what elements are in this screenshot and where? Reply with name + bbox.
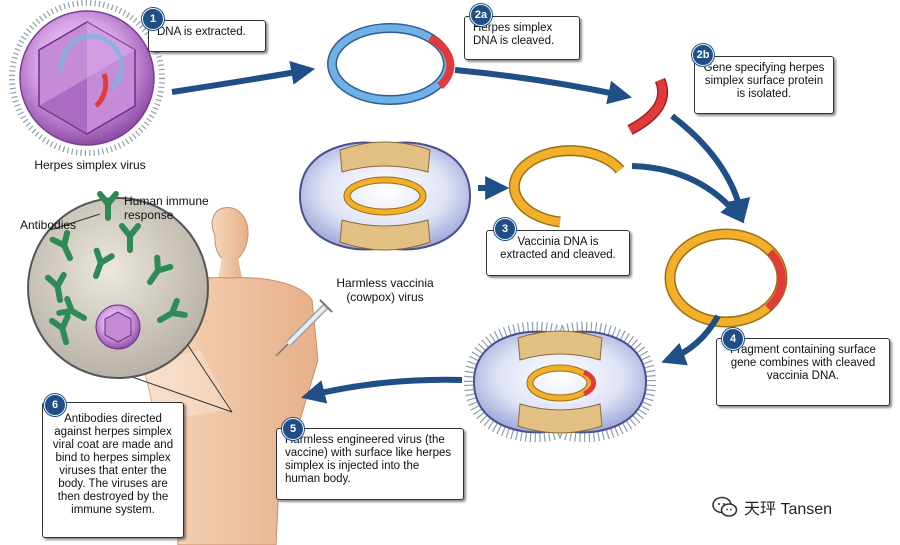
step-1-text: DNA is extracted. xyxy=(157,26,246,38)
antibody-icon xyxy=(97,191,119,221)
arrow-2a-to-2b xyxy=(454,67,633,105)
callout-step-6: Antibodies directed against herpes simpl… xyxy=(42,402,184,538)
watermark-text: 天玶 Tansen xyxy=(744,501,833,518)
antibody-icon xyxy=(44,271,67,303)
watermark: 天玶 Tansen xyxy=(712,494,892,520)
step-1-badge: 1 xyxy=(142,8,164,30)
label-herpes-virus: Herpes simplex virus xyxy=(34,158,146,172)
step-2a-text: Herpes simplex DNA is cleaved. xyxy=(473,22,555,47)
callout-step-4: Fragment containing surface gene combine… xyxy=(716,338,890,406)
arrow-4-to-vaccine xyxy=(661,314,721,366)
step-4-text: Fragment containing surface gene combine… xyxy=(730,344,876,382)
arrow-vaccine-to-human xyxy=(301,376,463,404)
antibody-icon xyxy=(49,229,73,261)
arrow-1-to-2a xyxy=(171,61,316,95)
step-2b-text: Gene specifying herpes simplex surface p… xyxy=(703,62,825,100)
label-vaccinia-virus: Harmless vaccinia (cowpox) virus xyxy=(336,276,434,304)
antibodies-group xyxy=(44,191,188,345)
step-3-text: Vaccinia DNA is extracted and cleaved. xyxy=(500,236,616,261)
engineered-vaccine-virus xyxy=(463,321,657,443)
vaccinia-virus xyxy=(298,141,472,251)
flow-arrows xyxy=(171,61,751,404)
syringe xyxy=(275,299,333,357)
callout-step-1: DNA is extracted. xyxy=(148,20,266,52)
arrow-2b-to-4 xyxy=(670,113,751,224)
antibody-icon xyxy=(56,296,87,321)
step-5-text: Harmless engineered virus (the vaccine) … xyxy=(285,434,452,485)
herpes-dna-ring xyxy=(327,23,455,105)
step-6-text: Antibodies directed against herpes simpl… xyxy=(52,413,174,516)
label-antibodies: Antibodies xyxy=(20,218,77,232)
antibody-icon xyxy=(93,247,115,279)
step-4-badge: 4 xyxy=(722,328,744,350)
callout-step-3: Vaccinia DNA is extracted and cleaved. xyxy=(486,230,630,276)
herpes-virus xyxy=(9,0,165,156)
isolated-herpes-gene xyxy=(627,77,669,135)
antibody-icon xyxy=(157,298,188,323)
step-6-badge: 6 xyxy=(44,394,66,416)
callout-step-5: Harmless engineered virus (the vaccine) … xyxy=(276,428,464,500)
wechat-icon xyxy=(712,496,738,517)
vaccinia-dna-cleaved xyxy=(508,145,625,228)
antibodies-pointer xyxy=(49,213,101,231)
antibody-icon xyxy=(49,313,71,345)
label-immune-response: Human immune response xyxy=(124,194,209,222)
antibody-icon xyxy=(147,254,174,285)
step-2a-badge: 2a xyxy=(470,4,492,26)
step-2b-badge: 2b xyxy=(692,44,714,66)
callout-step-2b: Gene specifying herpes simplex surface p… xyxy=(694,56,834,114)
step-3-badge: 3 xyxy=(494,218,516,240)
step-5-badge: 5 xyxy=(282,418,304,440)
arrow-3-to-4 xyxy=(631,163,745,224)
recombined-dna-ring xyxy=(664,228,788,328)
antibody-icon xyxy=(119,223,141,253)
